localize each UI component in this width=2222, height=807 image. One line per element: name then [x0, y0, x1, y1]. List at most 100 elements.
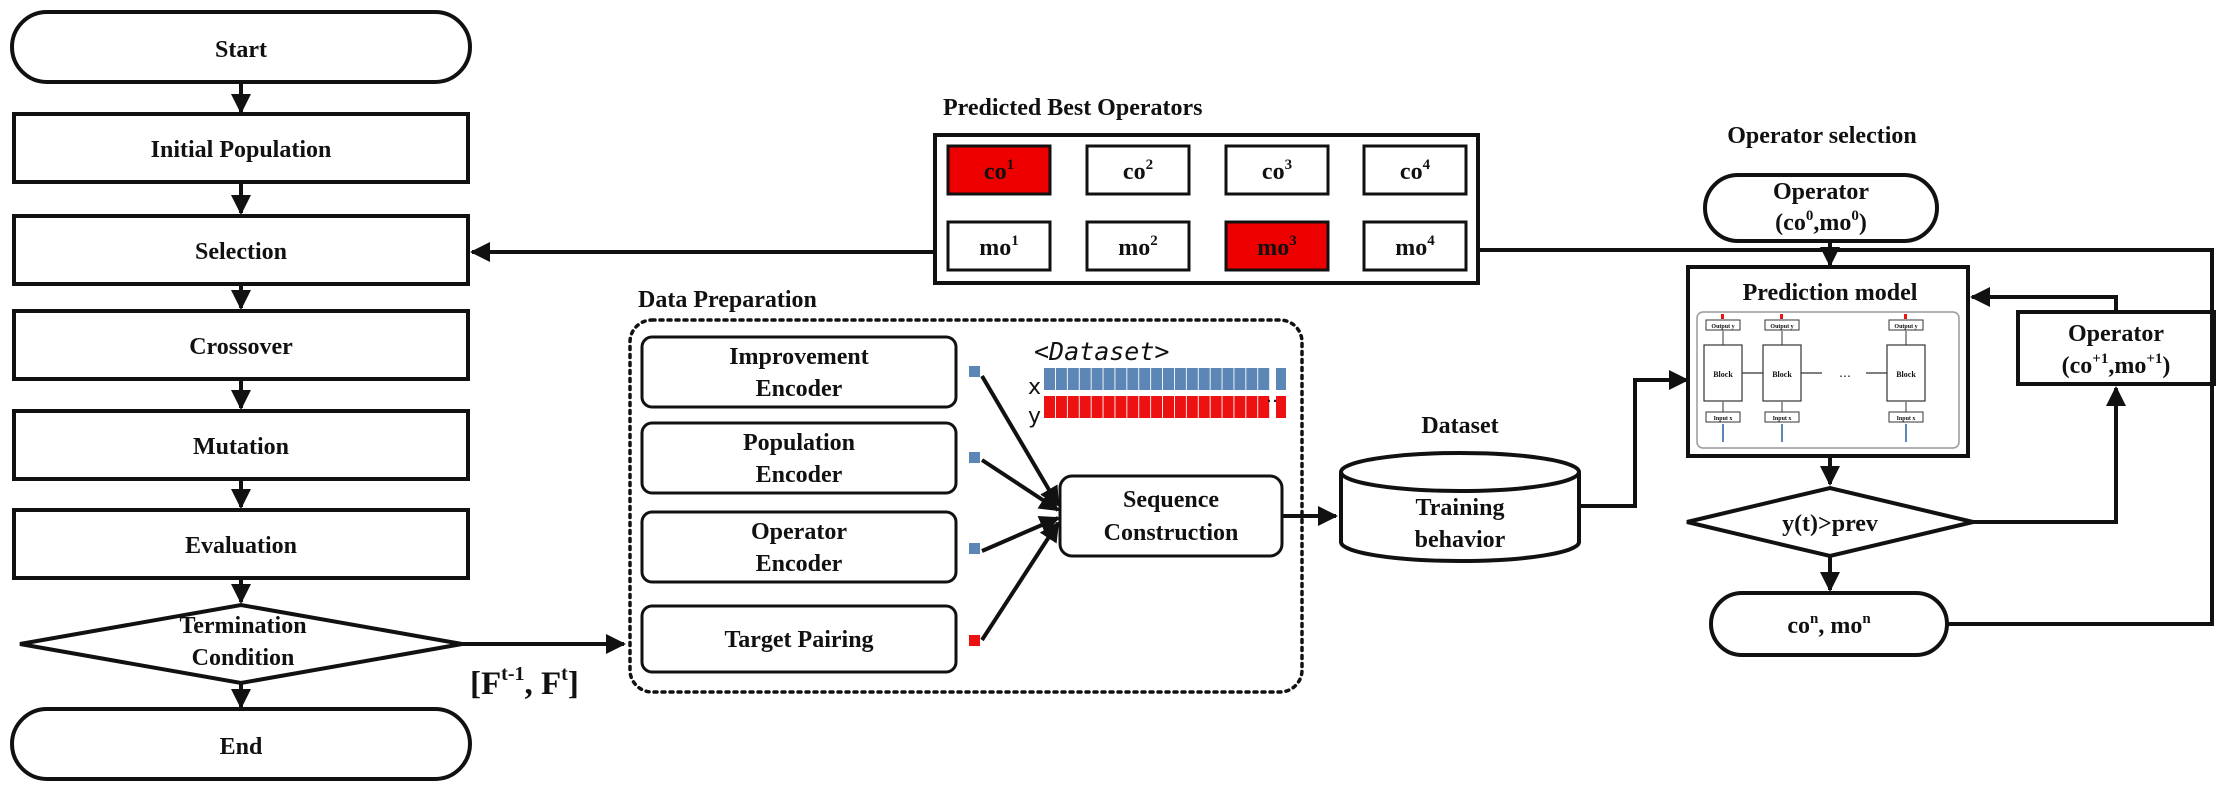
operator-co4-label: co4: [1400, 157, 1431, 185]
predicted-best-operators-title: Predicted Best Operators: [943, 95, 1203, 121]
operator-mo2: [1085, 220, 1191, 272]
x-strip-cell: [1091, 368, 1103, 390]
x-label: x: [1028, 375, 1041, 400]
x-strip-cell: [1079, 368, 1091, 390]
dataset-cylinder: Dataset Training behavior: [1339, 413, 1581, 563]
initial-population-step: Initial Population: [12, 112, 470, 184]
unit1-output-label: Output y: [1711, 324, 1734, 330]
unit1-input-label: Input x: [1714, 416, 1733, 422]
sequence-construction-line2: Construction: [1104, 520, 1239, 546]
x-strip-cell: [1127, 368, 1139, 390]
x-strip-cell: [1067, 368, 1079, 390]
crossover-label: Crossover: [189, 334, 293, 360]
operator-co3: [1224, 144, 1330, 196]
operator-encoder: Operator Encoder: [640, 510, 958, 584]
operator-co4: [1362, 144, 1468, 196]
y-label: y: [1028, 404, 1041, 429]
unit3-input-label: Input x: [1897, 416, 1916, 422]
x-strip-cell: [1198, 368, 1210, 390]
dataset-line2: behavior: [1415, 527, 1506, 553]
operator-co3-label: co3: [1262, 157, 1292, 185]
evaluation-step: Evaluation: [12, 508, 470, 580]
operator-mo1: [946, 220, 1052, 272]
dataset-to-model-arrow: [1579, 370, 1689, 508]
operator-next-box: Operator (co+1,mo+1): [2016, 310, 2216, 386]
mutation-label: Mutation: [193, 434, 289, 460]
x-strip-cell: [1044, 368, 1055, 390]
termination-label-line1: Termination: [179, 613, 306, 639]
operator-co2-label: co2: [1123, 157, 1153, 185]
x-strip-cell: [1186, 368, 1198, 390]
y-strip-cell: [1258, 396, 1270, 418]
improvement-marker: [969, 366, 980, 377]
x-strip-cell: [1210, 368, 1222, 390]
population-to-sequence-arrow: [980, 458, 1060, 512]
target-pairing: Target Pairing: [640, 604, 958, 674]
y-strip-cell: [1055, 396, 1067, 418]
improvement-decision: y(t)>prev: [1686, 485, 1974, 559]
y-strip-cell: [1222, 396, 1234, 418]
data-preparation-panel: Data Preparation Improvement Encoder Pop…: [628, 287, 1304, 694]
prediction-model: Prediction model Output y Block Input x …: [1686, 265, 1970, 458]
population-encoder-line2: Encoder: [756, 462, 843, 488]
target-pairing-label: Target Pairing: [724, 627, 873, 653]
unit2-red-tick: [1780, 314, 1783, 319]
x-feature-strip: [1044, 368, 1270, 390]
improvement-encoder-line2: Encoder: [756, 376, 843, 402]
operator-next-title: Operator: [2068, 321, 2164, 347]
predicted-best-operators-panel: Predicted Best Operators co1 co2 co3 co4…: [933, 95, 1480, 285]
start-terminal: Start: [10, 10, 472, 84]
unit2-input-label: Input x: [1773, 416, 1792, 422]
dataset-tag: <Dataset>: [1034, 337, 1169, 366]
decision-label: y(t)>prev: [1782, 511, 1878, 537]
x-strip-cell: [1055, 368, 1067, 390]
unit1-red-tick: [1721, 314, 1724, 319]
operator-co2: [1085, 144, 1191, 196]
target-marker: [969, 635, 980, 646]
operator-mo3-label: mo3: [1257, 233, 1297, 261]
termination-label-line2: Condition: [192, 645, 295, 671]
operator-selection-title: Operator selection: [1727, 123, 1917, 149]
operator-mo2-label: mo2: [1118, 233, 1158, 261]
end-label: End: [220, 734, 263, 760]
sequence-construction: Sequence Construction: [1058, 474, 1284, 558]
y-strip-cell: [1044, 396, 1055, 418]
sequence-construction-line1: Sequence: [1123, 487, 1219, 513]
x-strip-last-cell: [1276, 368, 1286, 390]
rnn-unit-1: Output y Block Input x: [1703, 319, 1743, 423]
result-to-operators-feedback-line: [1478, 248, 2214, 626]
x-strip-cell: [1115, 368, 1127, 390]
crossover-step: Crossover: [12, 309, 470, 381]
y-strip-cell: [1067, 396, 1079, 418]
rnn-unit-3: Output y Block Input x: [1886, 319, 1926, 423]
x-strip-cell: [1163, 368, 1174, 390]
y-strip-cell: [1151, 396, 1163, 418]
unit3-blue-input: [1905, 424, 1907, 442]
selection-label: Selection: [195, 239, 287, 265]
dataset-title: Dataset: [1421, 413, 1498, 439]
start-label: Start: [215, 37, 267, 63]
y-strip-cell: [1139, 396, 1151, 418]
y-strip-cell: [1127, 396, 1139, 418]
unit2-output-label: Output y: [1770, 324, 1793, 330]
initial-population-label: Initial Population: [151, 137, 332, 163]
x-strip-cell: [1234, 368, 1246, 390]
x-strip-cell: [1258, 368, 1270, 390]
next-operator-to-model-arrow: [1970, 287, 2118, 312]
operator-mo4-label: mo4: [1395, 233, 1435, 261]
evaluation-label: Evaluation: [185, 533, 297, 559]
selection-step: Selection: [12, 214, 470, 286]
y-strip-cell: [1091, 396, 1103, 418]
decision-to-next-operator-arrow: [1973, 386, 2126, 524]
x-strip-cell: [1151, 368, 1163, 390]
improvement-to-sequence-arrow: [980, 374, 1060, 507]
improvement-encoder-line1: Improvement: [729, 344, 869, 370]
ga-flowchart: Start Initial Population Selection Cross…: [10, 10, 626, 781]
operator-encoder-line1: Operator: [751, 519, 847, 545]
operator-input-title: Operator: [1773, 179, 1869, 205]
unit3-output-label: Output y: [1894, 324, 1917, 330]
operator-co1-label: co1: [984, 157, 1014, 185]
x-strip-cell: [1103, 368, 1115, 390]
y-target-strip: [1044, 396, 1270, 418]
